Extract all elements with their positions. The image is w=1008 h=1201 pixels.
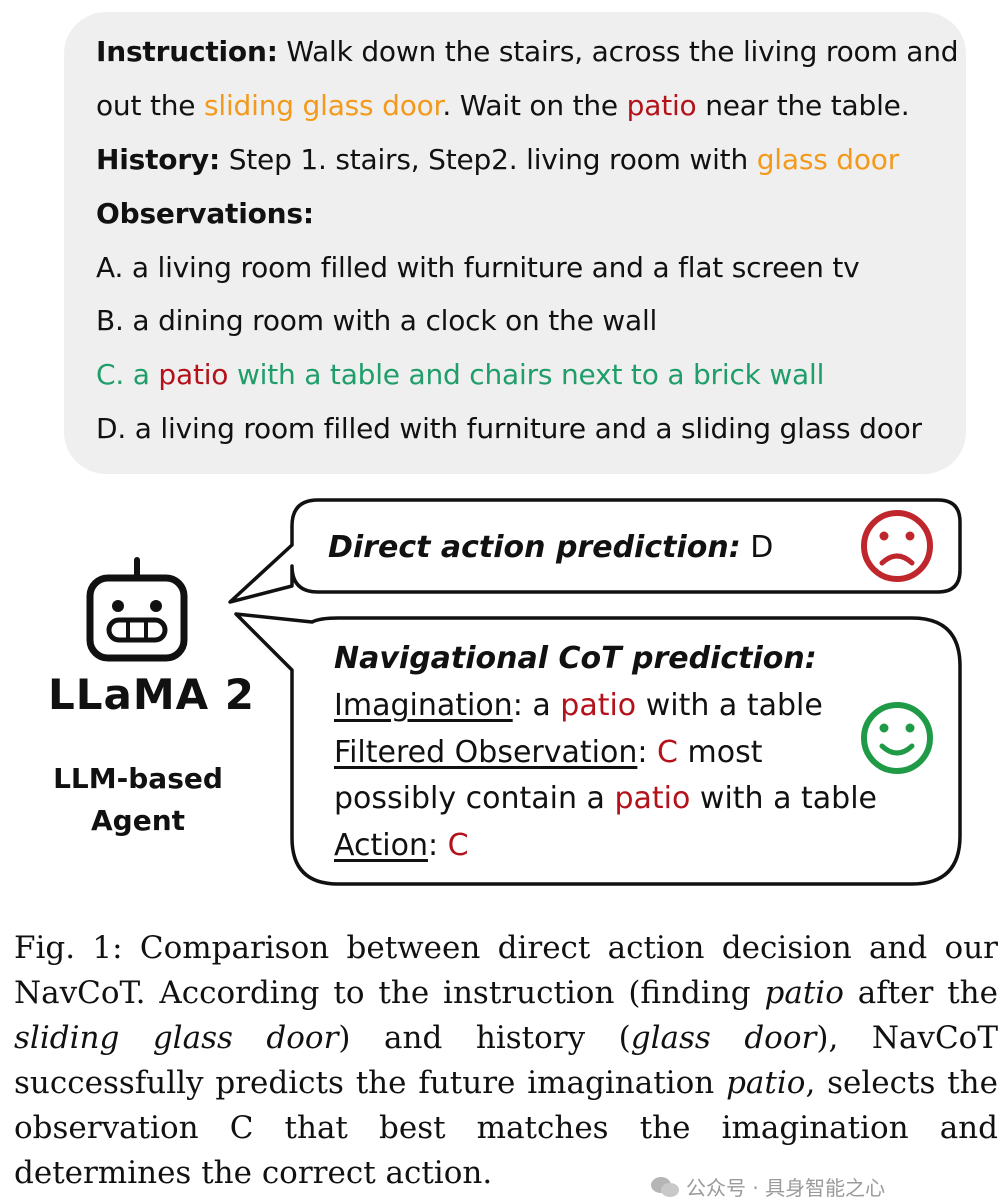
happy-face-icon [861, 702, 933, 774]
caption-part-5: , selects the observation C that best ma… [14, 1065, 998, 1191]
direct-prediction-label: Direct action prediction: [328, 530, 741, 565]
action-label: Action [334, 828, 428, 863]
caption-part-1: Fig. 1: Comparison between direct action… [14, 930, 998, 1011]
direct-bubble [228, 498, 962, 604]
robot-icon [86, 557, 188, 662]
observation-d: D. a living room filled with furniture a… [96, 412, 922, 445]
caption-part-3: ) and history ( [338, 1020, 631, 1056]
action-value: C [447, 828, 469, 863]
filtered-text-3: with a table [699, 781, 878, 816]
observation-b: B. a dining room with a clock on the wal… [96, 304, 658, 337]
filtered-text-1: most [687, 735, 763, 770]
instruction-line-1: Instruction: Walk down the stairs, acros… [96, 35, 959, 69]
agent-label: LLM-based Agent [48, 758, 228, 842]
sad-face-icon [861, 510, 933, 582]
caption-part-2: after the [843, 975, 998, 1011]
imagination-line: Imagination: a patio with a table [334, 688, 823, 724]
instruction-line-2: out the sliding glass door. Wait on the … [96, 89, 910, 123]
caption-italic-3: glass door [630, 1020, 817, 1056]
watermark-text: 公众号 · 具身智能之心 [686, 1176, 886, 1200]
imagination-patio: patio [560, 688, 637, 723]
direct-prediction-value: D [750, 530, 774, 565]
observations-heading: Observations: [96, 197, 314, 231]
action-colon: : [427, 828, 439, 863]
direct-prediction: Direct action prediction: D [328, 530, 773, 566]
filtered-line: Filtered Observation: C most [334, 735, 763, 771]
filtered-patio: patio [614, 781, 691, 816]
caption-italic-2: sliding glass door [14, 1020, 339, 1056]
caption-italic-4: patio [726, 1065, 806, 1101]
instruction-text-2c: . Wait on the [442, 89, 618, 122]
agent-label-line-2: Agent [90, 804, 186, 837]
figure-caption: Fig. 1: Comparison between direct action… [14, 926, 998, 1196]
observation-a: A. a living room filled with furniture a… [96, 251, 860, 284]
agent-label-line-1: LLM-based [53, 762, 223, 795]
instruction-panel [64, 12, 966, 474]
filtered-line-2: possibly contain a patio with a table [334, 781, 877, 817]
instruction-label: Instruction: [96, 35, 278, 68]
caption-part-4: ), NavCoT successfully predicts the futu… [14, 1020, 999, 1101]
imagination-text-2: with a table [645, 688, 823, 723]
observations-label: Observations: [96, 197, 314, 230]
caption-italic-1: patio [764, 975, 844, 1011]
observation-c: C. a patio with a table and chairs next … [96, 358, 824, 392]
filtered-text-2: possibly contain a [334, 781, 605, 816]
instruction-text-2e: near the table. [705, 89, 910, 122]
wechat-icon [651, 1176, 679, 1197]
history-line: History: Step 1. stairs, Step2. living r… [96, 143, 899, 177]
instruction-text-2a: out the [96, 89, 196, 122]
cot-prediction-label: Navigational CoT prediction: [334, 641, 817, 676]
cot-bubble [234, 612, 962, 886]
filtered-choice: C [657, 735, 678, 770]
history-label: History: [96, 143, 220, 176]
glass-door-highlight: glass door [756, 143, 900, 176]
model-name: LLaMA 2 [48, 670, 256, 719]
history-text: Step 1. stairs, Step2. living room with [228, 143, 749, 176]
instruction-text-1: Walk down the stairs, across the living … [286, 35, 959, 68]
action-line: Action: C [334, 828, 469, 864]
observation-c-rest: with a table and chairs next to a brick … [236, 358, 825, 391]
patio-highlight: patio [626, 89, 697, 122]
observation-c-patio: patio [158, 358, 229, 391]
observation-c-prefix: C. a [96, 358, 150, 391]
sliding-glass-door-highlight: sliding glass door [204, 89, 443, 122]
filtered-colon: : [637, 735, 648, 770]
imagination-text-1: : a [512, 688, 551, 723]
speech-bubbles [228, 498, 962, 886]
imagination-label: Imagination [334, 688, 513, 723]
filtered-label: Filtered Observation [334, 735, 638, 770]
watermark: 公众号 · 具身智能之心 [650, 1172, 885, 1201]
